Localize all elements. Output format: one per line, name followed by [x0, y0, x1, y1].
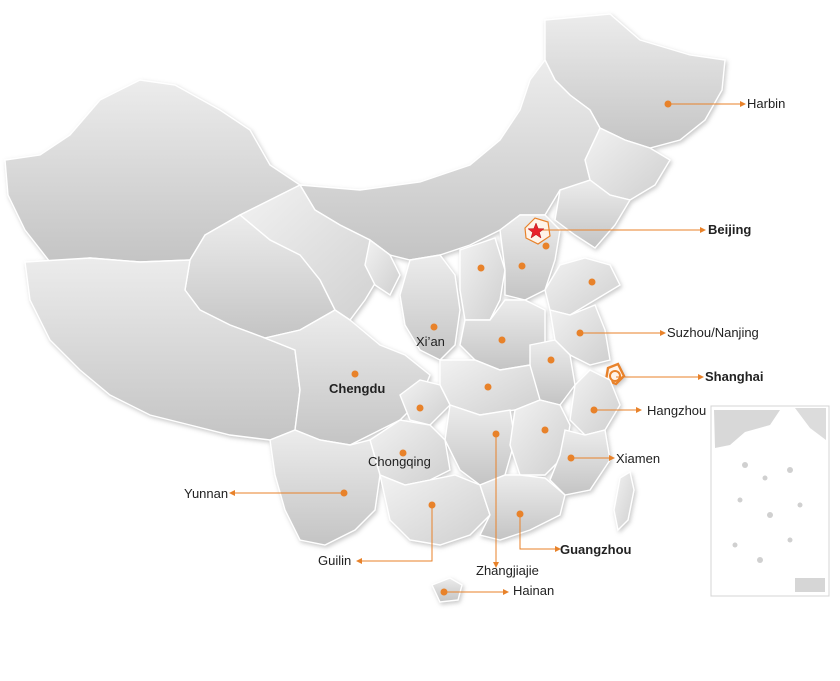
marker-qingdao — [588, 278, 596, 286]
region-liaoning — [554, 179, 632, 249]
region-hunan — [444, 404, 516, 486]
marker-hainan — [440, 588, 448, 596]
region-guangxi — [379, 473, 491, 546]
region-yunnan — [269, 429, 381, 546]
city-connectors — [233, 103, 742, 593]
region-taiwan — [613, 470, 635, 532]
capital-star-icon — [527, 222, 545, 239]
label-shanghai: Shanghai — [705, 369, 764, 384]
marker-tianjin — [542, 242, 550, 250]
marker-changsha — [492, 430, 500, 438]
label-hainan: Hainan — [513, 583, 555, 598]
region-shaanxi — [399, 254, 461, 361]
label-xiamen: Xiamen — [616, 451, 661, 466]
marker-nanjing — [576, 329, 584, 337]
label-guangzhou: Guangzhou — [560, 542, 632, 557]
label-chongqing: Chongqing — [368, 454, 431, 469]
marker-guangzhou — [516, 510, 524, 518]
marker-chongqing — [416, 404, 424, 412]
label-yunnan: Yunnan — [184, 486, 229, 501]
region-guangdong — [478, 474, 566, 541]
marker-taiyuan — [477, 264, 485, 272]
marker-hefei — [547, 356, 555, 364]
label-hangzhou: Hangzhou — [647, 403, 707, 418]
marker-xiamen — [567, 454, 575, 462]
region-hainan — [431, 577, 463, 603]
region-shanxi — [459, 237, 506, 321]
marker-guiyang — [399, 449, 407, 457]
marker-kunming — [340, 489, 348, 497]
marker-hangzhou — [590, 406, 598, 414]
region-fujian — [549, 429, 611, 496]
label-suzhou-nanjing: Suzhou/Nanjing — [667, 325, 759, 340]
label-zhangjiajie: Zhangjiajie — [476, 563, 539, 578]
marker-harbin — [664, 100, 672, 108]
arrowheads — [229, 101, 746, 595]
label-chengdu: Chengdu — [329, 381, 386, 396]
south-china-sea-inset — [710, 405, 830, 597]
marker-shijiazhuang — [518, 262, 526, 270]
region-ningxia — [364, 238, 401, 297]
provinces — [4, 13, 726, 603]
marker-xian — [430, 323, 438, 331]
city-markers — [340, 100, 672, 596]
label-xian: Xi’an — [416, 334, 445, 349]
label-harbin: Harbin — [747, 96, 786, 111]
marker-chengdu — [351, 370, 359, 378]
region-inner-mongolia — [298, 58, 601, 261]
region-shandong — [544, 257, 621, 316]
label-beijing: Beijing — [708, 222, 752, 237]
marker-wuhan — [484, 383, 492, 391]
label-guilin: Guilin — [318, 553, 352, 568]
region-zhejiang — [569, 369, 621, 436]
marker-guilin — [428, 501, 436, 509]
marker-nanchang — [541, 426, 549, 434]
marker-zhengzhou — [498, 336, 506, 344]
shanghai-marker — [609, 370, 621, 382]
